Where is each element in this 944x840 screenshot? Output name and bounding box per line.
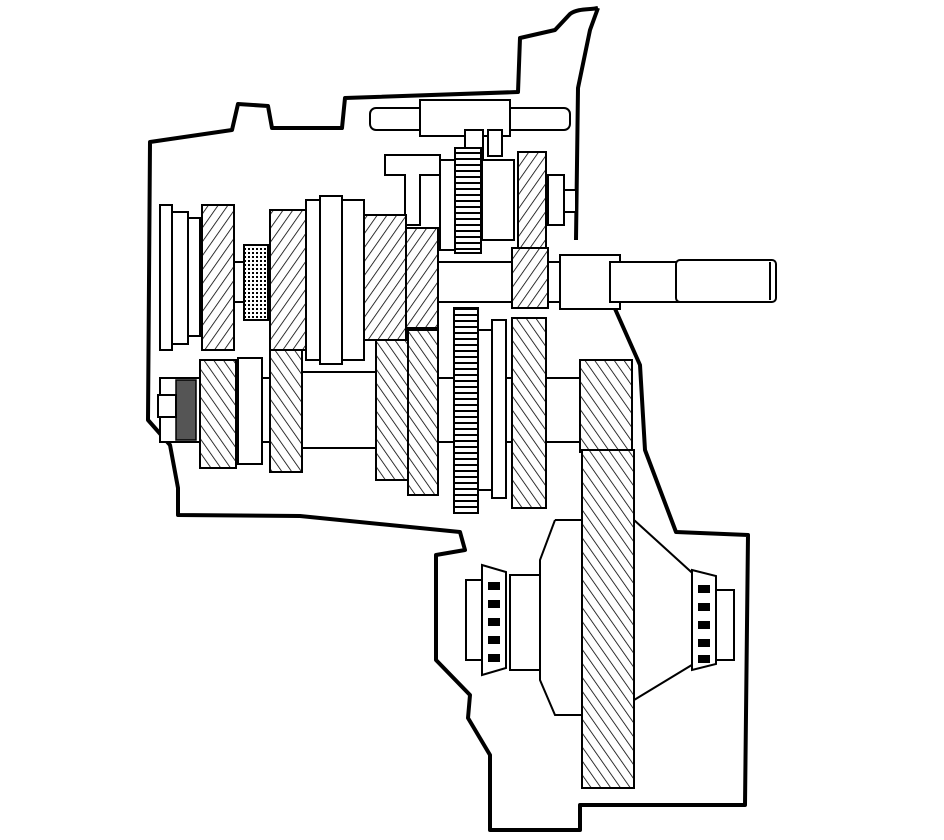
front-bearing — [157, 204, 201, 441]
transmission-case — [146, 6, 750, 832]
differential-case — [509, 519, 735, 716]
final-drive-ring-gear — [581, 449, 635, 789]
countershaft-gears — [199, 307, 633, 514]
differential-bearings — [465, 563, 717, 677]
upper-gears — [201, 147, 577, 365]
shift-rod — [369, 99, 571, 161]
shift-fork-bracket — [384, 154, 456, 251]
